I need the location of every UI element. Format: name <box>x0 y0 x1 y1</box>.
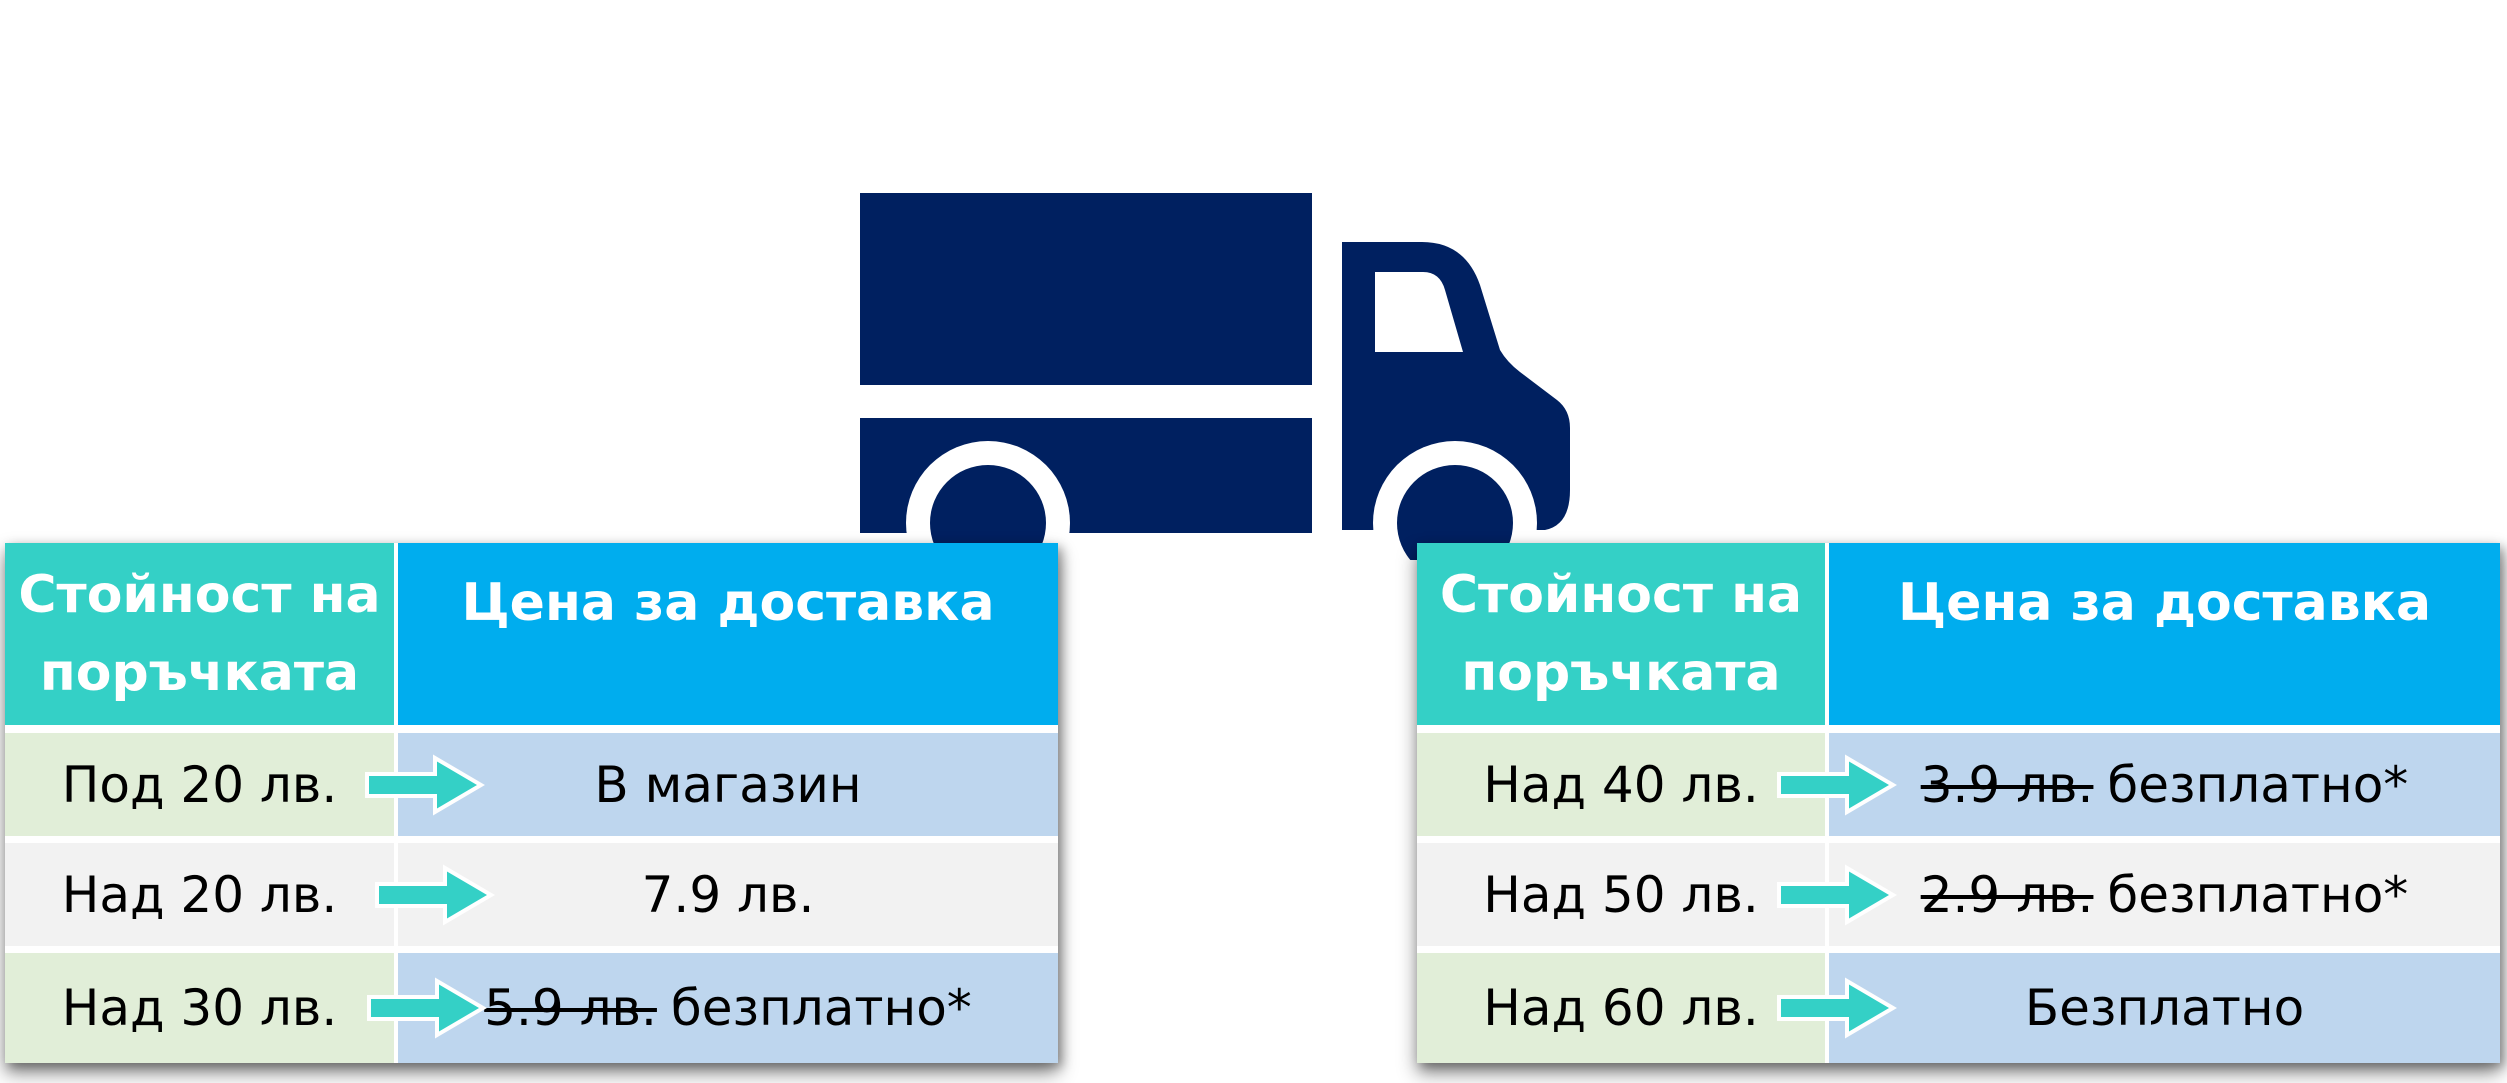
old-price-text: 5.9 лв. <box>484 979 657 1037</box>
arrow-right-icon <box>365 754 485 815</box>
table-row: Над 60 лв. Безплатно <box>1417 953 2500 1063</box>
delivery-price-table-left: Стойност на поръчката Цена за доставка П… <box>5 543 1058 1063</box>
order-value-cell: Над 40 лв. <box>1417 733 1829 836</box>
price-text: В магазин <box>594 755 862 814</box>
order-value-cell: Над 30 лв. <box>5 953 398 1063</box>
price-text: Безплатно <box>2024 979 2305 1037</box>
old-price-text: 3.9 лв. <box>1920 755 2094 814</box>
delivery-price-cell: 3.9 лв. безплатно* <box>1829 733 2500 836</box>
table-row: Над 20 лв. 7.9 лв. <box>5 843 1058 946</box>
table-header: Стойност на поръчката Цена за доставка <box>5 543 1058 725</box>
order-value-cell: Над 50 лв. <box>1417 843 1829 946</box>
order-value-cell: Над 20 лв. <box>5 843 398 946</box>
header-order-value: Стойност на поръчката <box>1417 543 1829 725</box>
order-value-cell: Под 20 лв. <box>5 733 398 836</box>
arrow-right-icon <box>1777 864 1897 925</box>
delivery-price-cell: 7.9 лв. <box>398 843 1058 946</box>
header-order-value-line2: поръчката <box>1461 643 1781 703</box>
delivery-price-cell: 5.9 лв. безплатно* <box>398 953 1058 1063</box>
delivery-truck-icon <box>860 193 1570 560</box>
delivery-price-cell: Безплатно <box>1829 953 2500 1063</box>
price-text: 7.9 лв. <box>641 865 815 924</box>
table-row: Над 30 лв. 5.9 лв. безплатно* <box>5 953 1058 1063</box>
delivery-price-table-right: Стойност на поръчката Цена за доставка Н… <box>1417 543 2500 1063</box>
price-text: безплатно* <box>2107 865 2409 924</box>
price-text: безплатно* <box>2107 755 2409 814</box>
table-row: Под 20 лв. В магазин <box>5 733 1058 836</box>
table-row: Над 40 лв. 3.9 лв. безплатно* <box>1417 733 2500 836</box>
table-header: Стойност на поръчката Цена за доставка <box>1417 543 2500 725</box>
header-delivery-price: Цена за доставка <box>1829 543 2500 725</box>
header-order-value-line2: поръчката <box>39 643 360 703</box>
arrow-right-icon <box>375 864 495 925</box>
arrow-right-icon <box>1777 977 1897 1039</box>
arrow-right-icon <box>1777 754 1897 815</box>
delivery-price-cell: 2.9 лв. безплатно* <box>1829 843 2500 946</box>
old-price-text: 2.9 лв. <box>1920 865 2094 924</box>
header-delivery-price: Цена за доставка <box>398 543 1058 725</box>
arrow-right-icon <box>367 977 487 1039</box>
price-text: безплатно* <box>670 979 972 1037</box>
table-row: Над 50 лв. 2.9 лв. безплатно* <box>1417 843 2500 946</box>
header-order-value: Стойност на поръчката <box>5 543 398 725</box>
header-order-value-line1: Стойност на <box>1439 565 1803 625</box>
delivery-price-cell: В магазин <box>398 733 1058 836</box>
order-value-cell: Над 60 лв. <box>1417 953 1829 1063</box>
header-order-value-line1: Стойност на <box>18 565 381 625</box>
